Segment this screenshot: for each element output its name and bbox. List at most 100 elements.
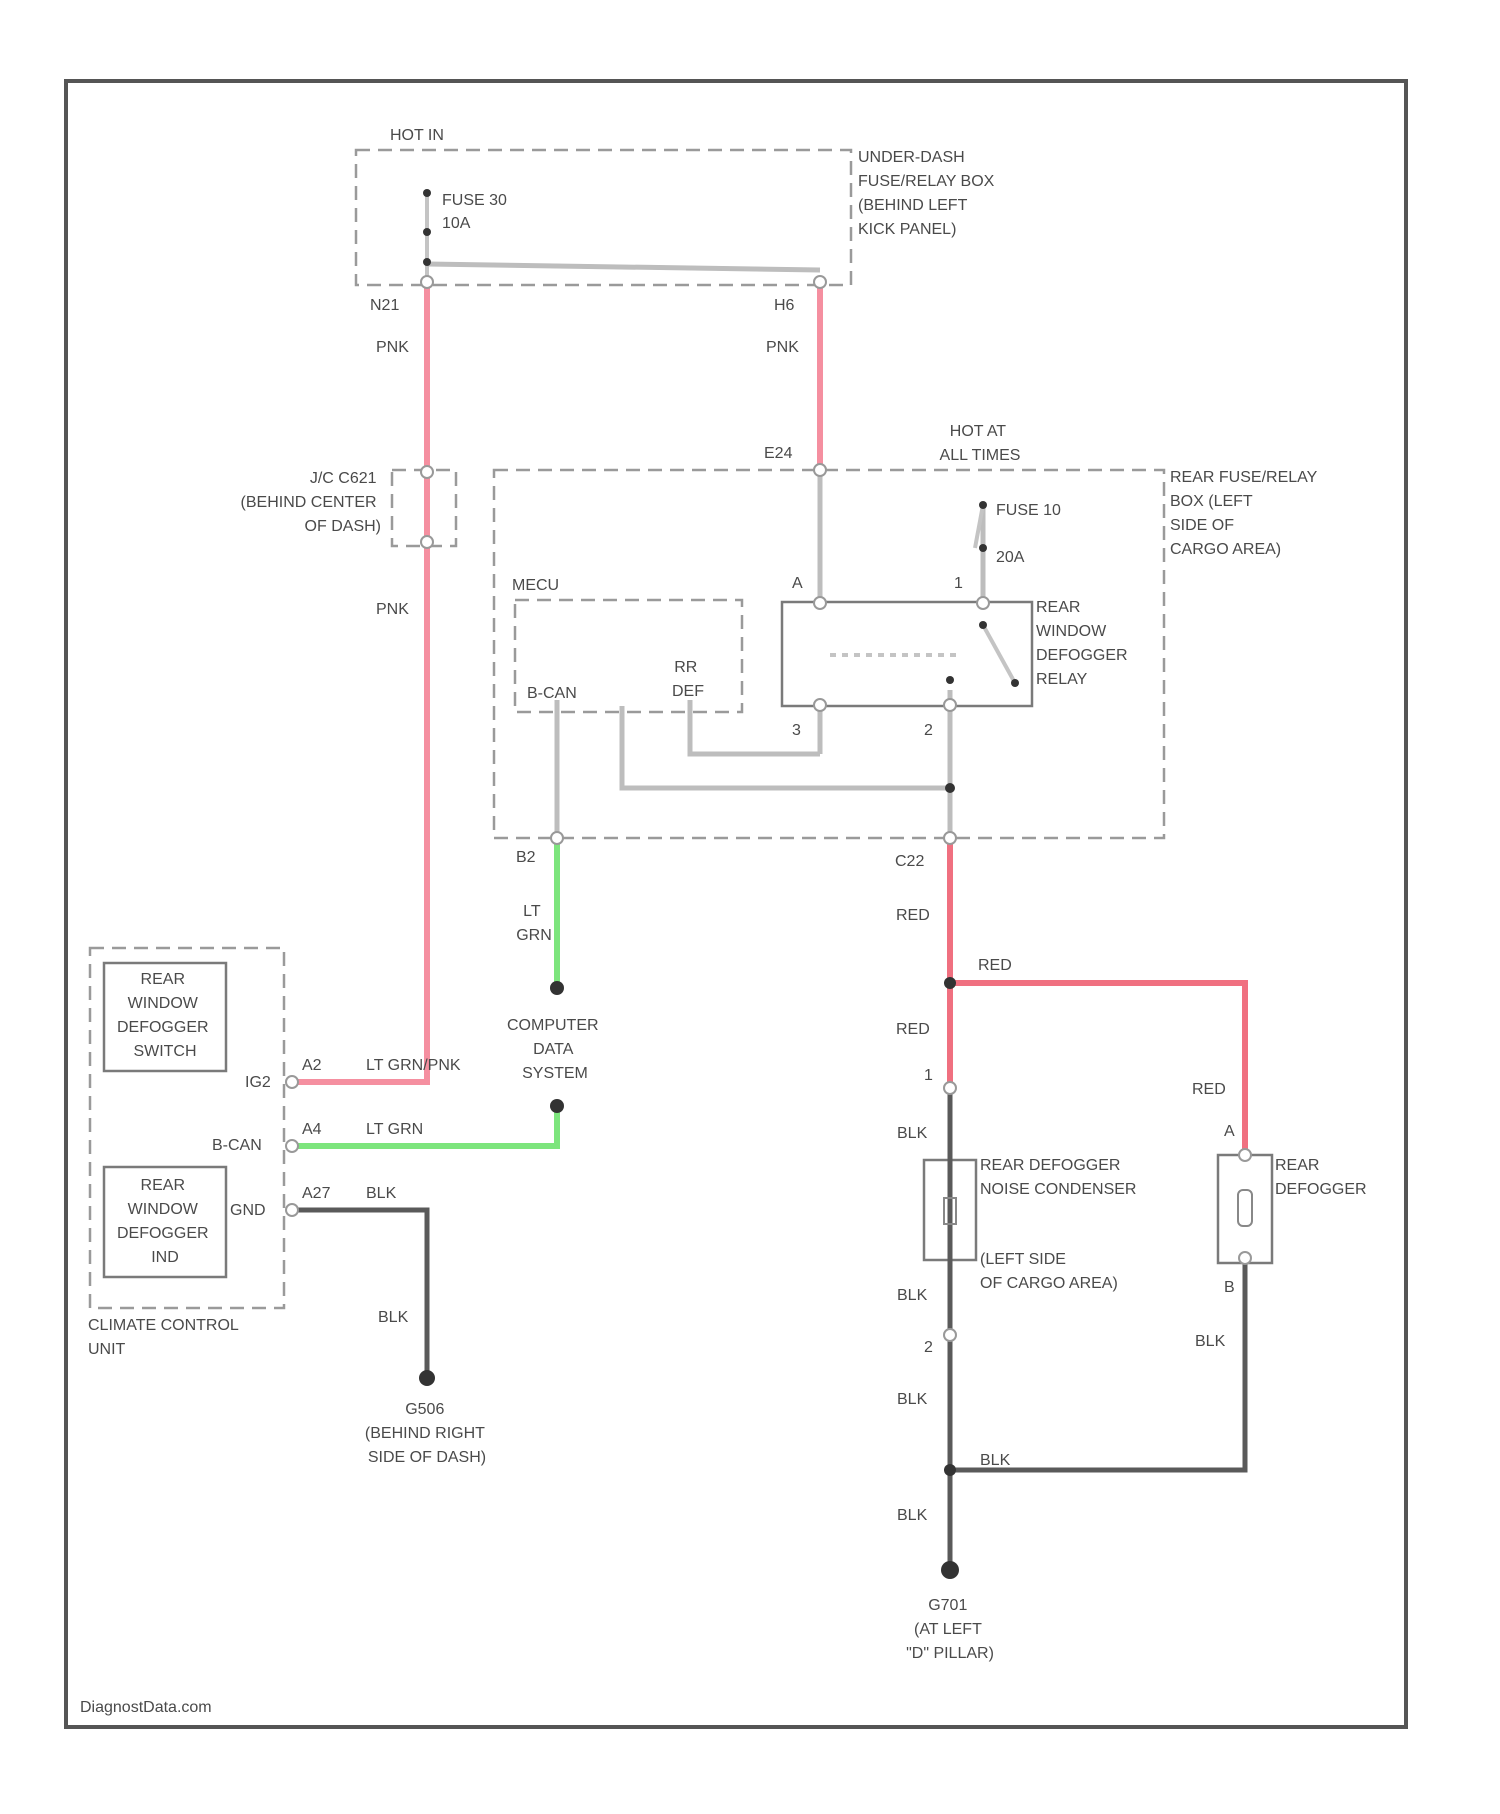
label-ig2: IG2 bbox=[245, 1074, 271, 1091]
connector-condenser-2 bbox=[944, 1329, 956, 1341]
label-g701: G701 (AT LEFT "D" PILLAR) bbox=[906, 1597, 994, 1662]
label-red-1: RED bbox=[896, 907, 930, 924]
connector-c22 bbox=[944, 832, 956, 844]
label-a2: A2 bbox=[302, 1057, 322, 1074]
diagram-frame bbox=[66, 81, 1406, 1727]
label-blk-2: BLK bbox=[378, 1309, 409, 1326]
connector-e24 bbox=[814, 464, 826, 476]
label-unit-b-can: B-CAN bbox=[212, 1137, 262, 1154]
connector-c621-bottom bbox=[421, 536, 433, 548]
connector-relay-2 bbox=[944, 699, 956, 711]
ground-g506-icon bbox=[419, 1370, 435, 1386]
label-h6: H6 bbox=[774, 297, 795, 314]
connector-a4 bbox=[286, 1140, 298, 1152]
label-pin-3: 3 bbox=[792, 722, 801, 739]
label-defogger-pin-b: B bbox=[1224, 1279, 1235, 1296]
label-blk-4: BLK bbox=[897, 1287, 928, 1304]
splice-relay-contact-end bbox=[1011, 679, 1019, 687]
label-blk-8: BLK bbox=[1195, 1333, 1226, 1350]
label-e24: E24 bbox=[764, 445, 793, 462]
splice-fuse30-top bbox=[423, 189, 431, 197]
label-red-4: RED bbox=[1192, 1081, 1226, 1098]
wire-lt-grn-pnk bbox=[296, 1075, 427, 1082]
connector-h6 bbox=[814, 276, 826, 288]
label-c22: C22 bbox=[895, 853, 924, 870]
label-pnk-1: PNK bbox=[376, 339, 409, 356]
label-a27: A27 bbox=[302, 1185, 331, 1202]
splice-fuse10-top bbox=[979, 501, 987, 509]
connector-a2 bbox=[286, 1076, 298, 1088]
wire-blk-a27 bbox=[296, 1210, 427, 1378]
connector-defogger-a bbox=[1239, 1149, 1251, 1161]
wire-lt-grn-a4 bbox=[296, 1106, 557, 1146]
label-fuse-30-amp: 10A bbox=[442, 215, 471, 232]
splice-fuse30-bus bbox=[423, 258, 431, 266]
label-pnk-3: PNK bbox=[376, 601, 409, 618]
splice-fuse10-bottom bbox=[979, 544, 987, 552]
computer-data-terminal-top bbox=[550, 981, 564, 995]
label-pin-2: 2 bbox=[924, 722, 933, 739]
rear-defogger-element-icon bbox=[1238, 1190, 1252, 1226]
connector-condenser-1 bbox=[944, 1082, 956, 1094]
label-blk-1: BLK bbox=[366, 1185, 397, 1202]
label-pin-a: A bbox=[792, 575, 803, 592]
label-blk-6: BLK bbox=[980, 1452, 1011, 1469]
label-lt-grn-b2: LT GRN bbox=[516, 903, 552, 944]
connector-relay-a bbox=[814, 597, 826, 609]
label-fuse-10-amp: 20A bbox=[996, 549, 1025, 566]
connector-relay-3 bbox=[814, 699, 826, 711]
label-mecu: MECU bbox=[512, 577, 559, 594]
label-condenser-location: (LEFT SIDE OF CARGO AREA) bbox=[980, 1251, 1118, 1292]
label-b2: B2 bbox=[516, 849, 536, 866]
label-rr-def: RR DEF bbox=[672, 659, 704, 700]
label-defogger-pin-a: A bbox=[1224, 1123, 1235, 1140]
label-a4: A4 bbox=[302, 1121, 322, 1138]
splice-relay-bus bbox=[945, 783, 955, 793]
label-fuse-30: FUSE 30 bbox=[442, 192, 507, 209]
relay-switch-arm bbox=[983, 625, 1015, 683]
wire-relay-bus bbox=[622, 706, 950, 788]
label-climate-control-unit: CLIMATE CONTROL UNIT bbox=[88, 1317, 243, 1358]
splice-red bbox=[944, 977, 956, 989]
label-red-2: RED bbox=[978, 957, 1012, 974]
label-condenser-pin-1: 1 bbox=[924, 1067, 933, 1084]
label-g506: G506 (BEHIND RIGHT SIDE OF DASH) bbox=[365, 1401, 489, 1466]
label-gnd: GND bbox=[230, 1202, 266, 1219]
splice-fuse30-bottom bbox=[423, 228, 431, 236]
label-hot-in: HOT IN bbox=[390, 127, 444, 144]
computer-data-terminal-bottom bbox=[550, 1099, 564, 1113]
label-relay: REAR WINDOW DEFOGGER RELAY bbox=[1036, 599, 1132, 688]
label-n21: N21 bbox=[370, 297, 399, 314]
label-under-dash-box: UNDER-DASH FUSE/RELAY BOX (BEHIND LEFT K… bbox=[858, 149, 999, 238]
rear-defogger-box bbox=[1218, 1155, 1272, 1263]
label-defogger-switch: REAR WINDOW DEFOGGER SWITCH bbox=[117, 971, 213, 1060]
label-blk-7: BLK bbox=[897, 1507, 928, 1524]
label-pnk-2: PNK bbox=[766, 339, 799, 356]
connector-defogger-b bbox=[1239, 1252, 1251, 1264]
connector-n21 bbox=[421, 276, 433, 288]
label-condenser-pin-2: 2 bbox=[924, 1339, 933, 1356]
wire-red-to-defogger bbox=[950, 983, 1245, 1150]
label-noise-condenser: REAR DEFOGGER NOISE CONDENSER bbox=[980, 1157, 1136, 1198]
label-jc-c621: J/C C621 (BEHIND CENTER OF DASH) bbox=[241, 470, 381, 535]
label-rear-defogger: REAR DEFOGGER bbox=[1275, 1157, 1367, 1198]
label-defogger-ind: REAR WINDOW DEFOGGER IND bbox=[117, 1177, 213, 1266]
splice-blk bbox=[944, 1464, 956, 1476]
label-lt-grn-a4: LT GRN bbox=[366, 1121, 423, 1138]
watermark: DiagnostData.com bbox=[80, 1699, 212, 1716]
label-computer-data-system: COMPUTER DATA SYSTEM bbox=[507, 1017, 603, 1082]
label-mecu-b-can: B-CAN bbox=[527, 685, 577, 702]
splice-relay-2 bbox=[946, 676, 954, 684]
wire-blk-defogger bbox=[950, 1263, 1245, 1470]
wire-fuse30-bus bbox=[427, 264, 820, 270]
label-red-3: RED bbox=[896, 1021, 930, 1038]
connector-c621-top bbox=[421, 466, 433, 478]
connector-a27 bbox=[286, 1204, 298, 1216]
label-pin-1: 1 bbox=[954, 575, 963, 592]
label-blk-5: BLK bbox=[897, 1391, 928, 1408]
label-hot-at-all-times: HOT AT ALL TIMES bbox=[940, 423, 1021, 464]
label-rear-fuse-relay-box: REAR FUSE/RELAY BOX (LEFT SIDE OF CARGO … bbox=[1170, 469, 1321, 558]
connector-b2 bbox=[551, 832, 563, 844]
connector-relay-1 bbox=[977, 597, 989, 609]
